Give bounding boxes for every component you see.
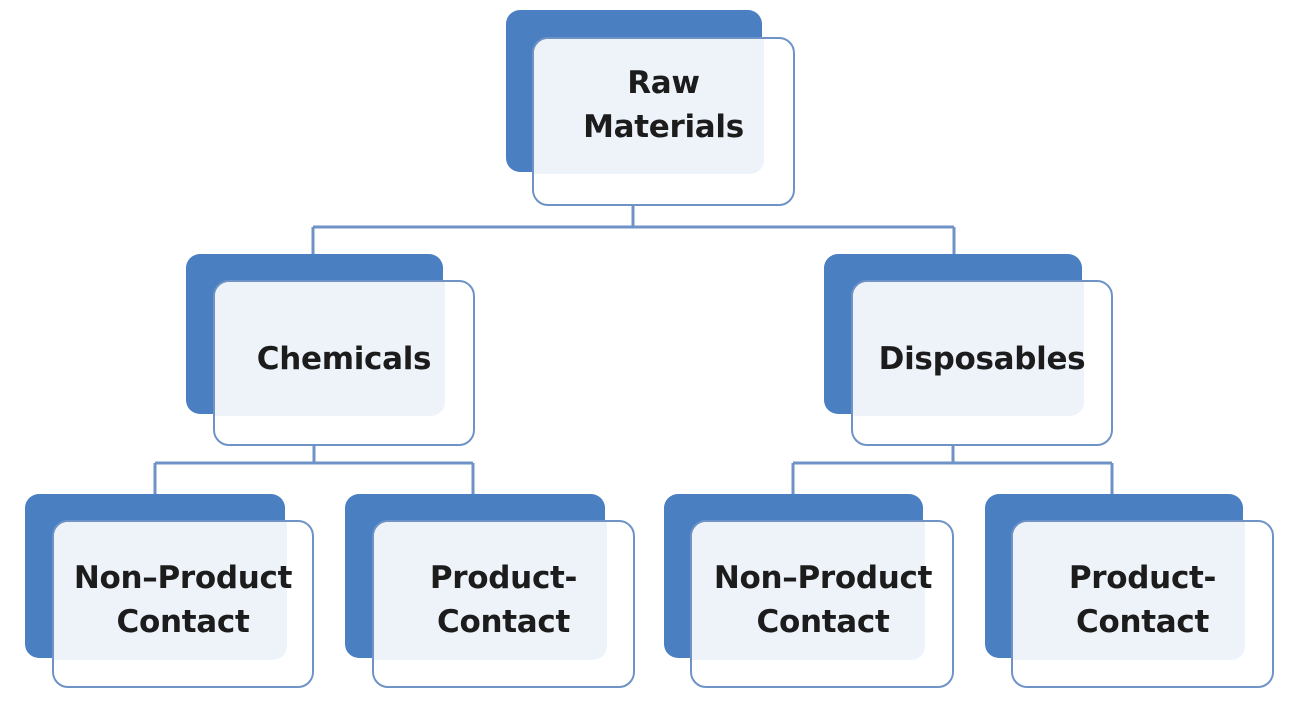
node-card <box>532 37 795 206</box>
node-card <box>1011 520 1274 688</box>
node-card <box>52 520 314 688</box>
node-label: Non–Product Contact <box>73 560 293 640</box>
node-label: Non–Product Contact <box>713 560 933 640</box>
node-card <box>851 280 1113 446</box>
node-label: Disposables <box>878 341 1086 377</box>
node-label: Chemicals <box>256 341 432 377</box>
node-card <box>690 520 954 688</box>
node-card <box>213 280 475 446</box>
node-label-line1: Raw <box>627 65 700 101</box>
node-label-line2: Materials <box>583 109 744 145</box>
node-label: Product- Contact <box>429 560 578 640</box>
node-card <box>372 520 635 688</box>
node-label: Product- Contact <box>1068 560 1217 640</box>
node-label: Raw Materials <box>532 60 795 150</box>
